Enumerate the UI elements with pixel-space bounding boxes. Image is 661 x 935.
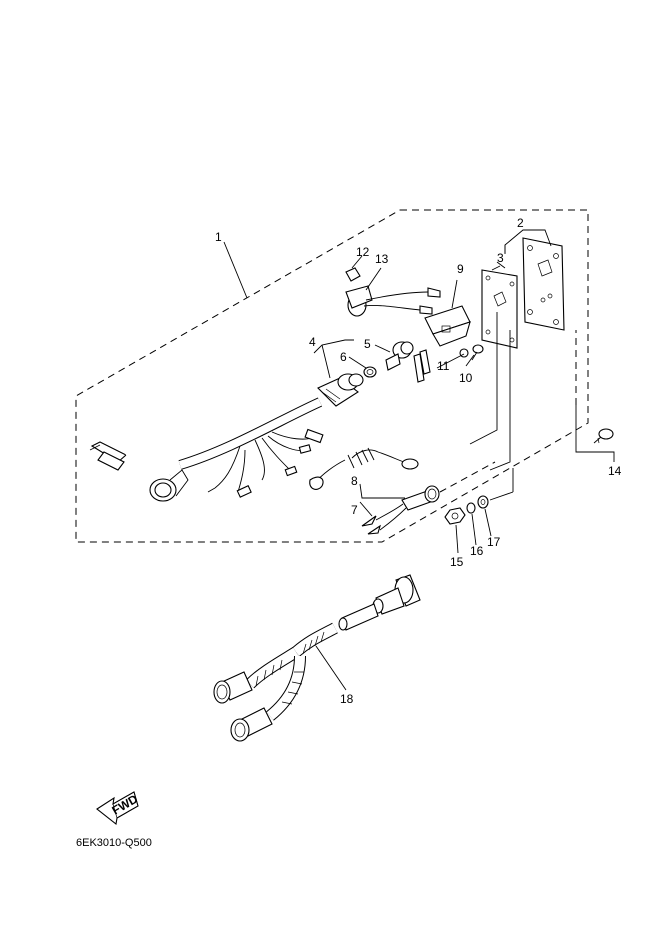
callout-1: 1 [215,230,222,244]
extension-harness-part-18 [213,574,421,742]
washer-part-6 [363,366,377,378]
callout-6: 6 [340,350,347,364]
switch-bracket-part-9 [424,305,471,347]
washer-part-16 [466,502,476,514]
grommet-part-4 [317,373,364,407]
fwd-arrow-icon: FWD [96,791,140,826]
callout-11: 11 [437,359,450,373]
callout-5: 5 [364,337,371,351]
switch-cap-part-13 [345,267,441,317]
callout-12: 12 [356,245,370,259]
assembly-boundary [75,209,589,543]
gasket-part-3 [481,269,518,349]
screw-part-14 [593,428,614,444]
nut-part-15 [444,507,466,525]
callout-16: 16 [470,544,484,558]
key-switch-part-5 [385,341,431,383]
callout-8: 8 [351,474,358,488]
callout-7: 7 [351,503,358,517]
washer-part-17 [477,495,489,509]
main-wire-harness [89,397,324,502]
callout-18: 18 [340,692,354,706]
callout-4: 4 [309,335,316,349]
callout-2: 2 [517,216,524,230]
callout-14: 14 [608,464,622,478]
callout-3: 3 [497,251,504,265]
panel-plate-part-2 [522,237,565,331]
drawing-code: 6EK3010-Q500 [76,837,152,849]
callout-numbers: 1 2 3 4 5 6 7 8 9 10 11 12 13 14 15 16 1… [215,216,622,706]
stop-switch-part-7 [361,485,440,535]
callout-13: 13 [375,252,389,266]
callout-10: 10 [459,371,473,385]
screw-part-10 [471,344,484,361]
lanyard-cord-part-8 [309,447,419,490]
callout-15: 15 [450,555,464,569]
leader-lines [223,229,615,691]
callout-9: 9 [457,262,464,276]
callout-17: 17 [487,535,501,549]
